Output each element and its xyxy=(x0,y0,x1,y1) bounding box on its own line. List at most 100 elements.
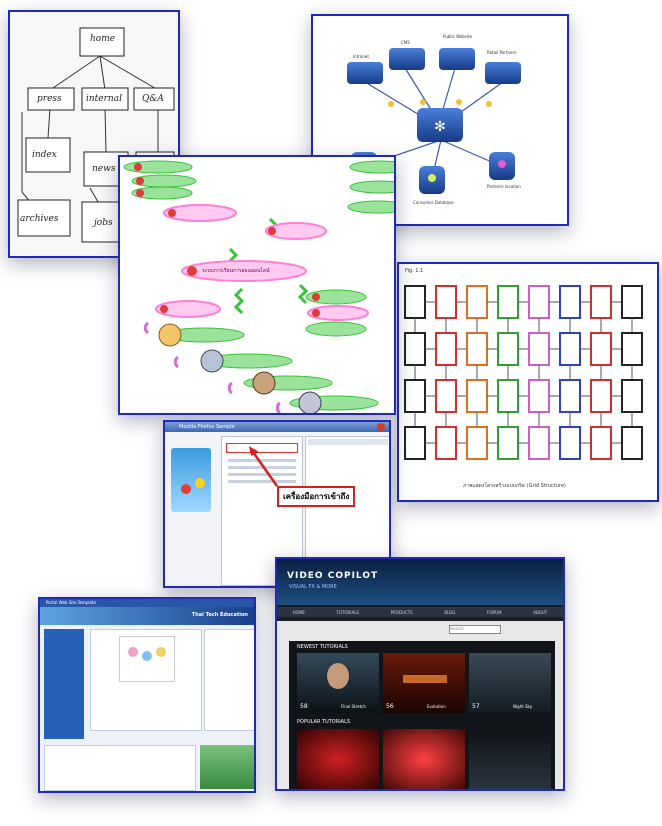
sitemap-node-box xyxy=(79,27,125,57)
search-placeholder: Search xyxy=(450,626,464,631)
sitemap-node-jobs: jobs xyxy=(94,218,113,228)
portal-title: Portal Web Site Template xyxy=(46,600,96,605)
grid-header: Fig. 1.1 xyxy=(405,268,424,274)
portal-site-card: Portal Web Site Template Thai Tech Educa… xyxy=(38,597,256,793)
grid-cell xyxy=(528,332,550,366)
grid-cell xyxy=(497,426,519,460)
grid-cell xyxy=(404,379,426,413)
video-site-header: VIDEO COPILOT VISUAL FX & MORE xyxy=(277,559,563,605)
window-title: Mozilla Firefox Sample xyxy=(179,424,235,430)
grid-cell xyxy=(621,285,643,319)
grid-cell xyxy=(435,379,457,413)
grid-cell xyxy=(621,426,643,460)
tutorial-thumb[interactable] xyxy=(469,729,551,789)
portal-titlebar: Portal Web Site Template xyxy=(40,599,254,607)
sitemap-node-index: index xyxy=(32,150,57,160)
grid-cell xyxy=(435,285,457,319)
portal-right-column xyxy=(204,629,254,731)
nav-item-forum[interactable]: FORUM xyxy=(487,609,502,615)
nav-item-home[interactable]: HOME xyxy=(292,609,305,615)
tutorial-label: Evolution xyxy=(427,704,446,709)
tutorial-thumb[interactable] xyxy=(297,729,379,789)
sitemap-sketch-card: home press internal Q&A index news archi… xyxy=(8,10,180,258)
portal-footer-links xyxy=(44,745,196,791)
arch-label-partners: Partners location xyxy=(487,184,521,189)
portal-nav-menu[interactable] xyxy=(44,629,84,739)
grid-cell xyxy=(404,285,426,319)
avatar-icon xyxy=(158,323,322,413)
grid-cell xyxy=(559,426,581,460)
portal-banner-text: Thai Tech Education xyxy=(191,612,248,618)
sitemap-node-archives: archives xyxy=(20,214,59,224)
video-site-card: VIDEO COPILOT VISUAL FX & MORE HOME TUTOR… xyxy=(275,557,565,791)
video-site-body: Search NEWEST TUTORIALS 58 Final Stretch… xyxy=(277,621,563,789)
arch-label-intranet: Intranet xyxy=(353,54,369,59)
tutorial-label: Final Stretch xyxy=(341,704,366,709)
callout-arrow xyxy=(249,446,279,487)
sitemap-node-press: press xyxy=(37,94,62,104)
arch-label-retail-partners: Retail Partners xyxy=(487,50,517,55)
portal-main-content xyxy=(90,629,202,731)
arch-label-consumer-db: Consumer Database xyxy=(413,200,454,205)
video-site-nav: HOME TUTORIALS PRODUCTS BLOG FORUM ABOUT xyxy=(277,607,563,617)
tutorial-thumb[interactable]: 58 Final Stretch xyxy=(297,653,379,713)
nav-item-products[interactable]: PRODUCTS xyxy=(390,609,413,615)
grid-cell xyxy=(590,379,612,413)
grid-cell xyxy=(559,285,581,319)
grid-cell xyxy=(466,379,488,413)
nav-item-about[interactable]: ABOUT xyxy=(533,609,548,615)
mindmap-diagram xyxy=(123,160,394,413)
section-title-popular: POPULAR TUTORIALS xyxy=(297,719,351,725)
cartoon-image xyxy=(119,636,175,682)
grid-cell xyxy=(404,332,426,366)
tutorial-thumb[interactable]: 57 Night Sky xyxy=(469,653,551,713)
grid-cell xyxy=(559,379,581,413)
portal-banner: Thai Tech Education xyxy=(40,607,254,625)
grid-cell xyxy=(466,285,488,319)
tutorial-number: 57 xyxy=(472,703,480,710)
grid-cell xyxy=(559,332,581,366)
nav-item-tutorials[interactable]: TUTORIALS xyxy=(336,609,359,615)
sitemap-node-news: news xyxy=(92,164,116,174)
grid-structure-card: Fig. 1.1 ภาพแสดงโครงสร้างแบบกริด (Grid S… xyxy=(397,262,659,502)
tutorial-number: 56 xyxy=(386,703,394,710)
mindmap-card: ระบบการเรียนการสอนออนไลน์ xyxy=(118,155,396,415)
search-input[interactable]: Search xyxy=(449,625,501,634)
mindmap-node xyxy=(163,204,237,222)
section-title-newest: NEWEST TUTORIALS xyxy=(297,644,348,650)
grid-cell xyxy=(590,426,612,460)
app-icon xyxy=(171,448,211,512)
grid-cell xyxy=(497,379,519,413)
sitemap-node-internal: internal xyxy=(86,94,122,104)
svg-text:✻: ✻ xyxy=(434,119,446,135)
sitemap-node-qa: Q&A xyxy=(142,94,164,104)
highlighted-toolbar[interactable] xyxy=(226,443,298,453)
grid-cell xyxy=(466,426,488,460)
grid-cell xyxy=(466,332,488,366)
video-site-tagline: VISUAL FX & MORE xyxy=(289,584,337,590)
tutorial-label: Night Sky xyxy=(513,704,533,709)
grid-cell xyxy=(590,332,612,366)
close-icon[interactable] xyxy=(377,423,385,431)
grid-diagram xyxy=(404,285,643,460)
grid-cell xyxy=(621,332,643,366)
tutorials-panel: NEWEST TUTORIALS 58 Final Stretch 56 Evo… xyxy=(289,641,555,789)
mindmap-center-label: ระบบการเรียนการสอนออนไลน์ xyxy=(202,268,270,274)
grid-cell xyxy=(497,285,519,319)
arch-label-cms: CMS xyxy=(401,40,410,45)
tutorial-thumb[interactable] xyxy=(383,729,465,789)
grid-cell xyxy=(528,426,550,460)
tutorial-number: 58 xyxy=(300,703,308,710)
grid-cell xyxy=(435,426,457,460)
nav-item-blog[interactable]: BLOG xyxy=(444,609,456,615)
tutorial-thumb[interactable]: 56 Evolution xyxy=(383,653,465,713)
window-titlebar: Mozilla Firefox Sample xyxy=(165,422,389,432)
video-site-logo[interactable]: VIDEO COPILOT xyxy=(287,571,379,581)
grid-cell xyxy=(497,332,519,366)
grid-cell xyxy=(528,379,550,413)
arch-label-public-website: Public Website xyxy=(443,34,473,39)
callout-label: เครื่องมือการเข้าถึง xyxy=(277,486,356,507)
grid-cell xyxy=(404,426,426,460)
portal-photo xyxy=(200,745,254,789)
grid-caption: ภาพแสดงโครงสร้างแบบกริด (Grid Structure) xyxy=(463,483,566,489)
